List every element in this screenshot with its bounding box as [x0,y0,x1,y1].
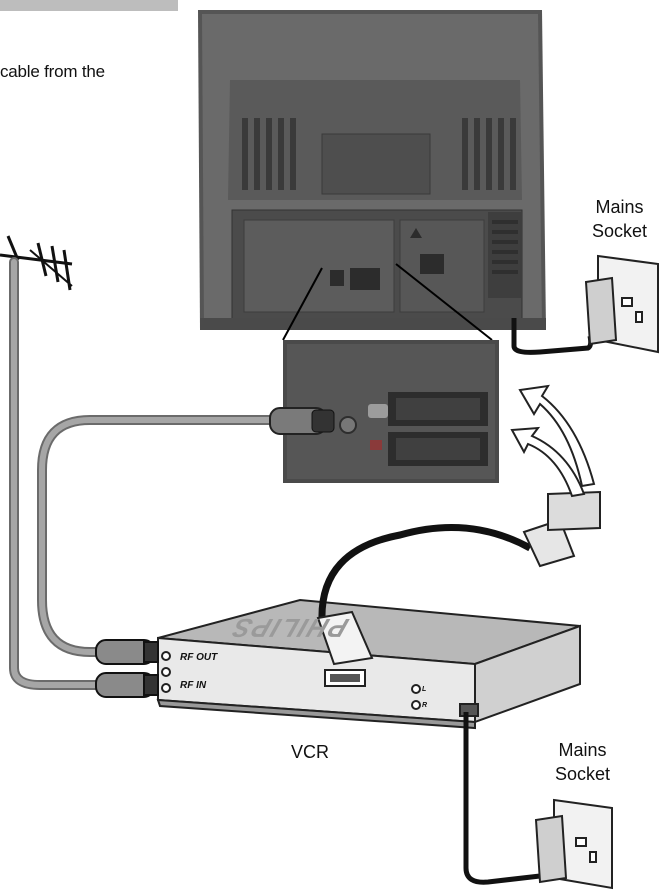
vcr-label: VCR [291,742,329,763]
header-bar [0,0,178,11]
mains-socket-label-top-line1: Mains [592,195,647,219]
audio-left-label: L [422,686,426,693]
wall-socket-bottom [536,800,612,888]
vcr-brand-logo: PHILIPS [226,612,352,643]
tv-rear [198,10,546,330]
intro-text: cable from the [0,62,105,82]
tv-aerial-plug [270,408,334,434]
insert-arrows [512,386,594,496]
mains-socket-label-top: Mains Socket [592,195,647,243]
mains-socket-label-top-line2: Socket [592,219,647,243]
wall-socket-top [586,256,658,352]
rf-in-label: RF IN [180,680,206,691]
mains-cable-bottom [466,712,540,882]
mains-socket-label-bottom-line2: Socket [555,762,610,786]
scart-plug-tv [524,492,600,566]
mains-socket-label-bottom-line1: Mains [555,738,610,762]
audio-right-label: R [422,702,427,709]
rf-out-label: RF OUT [180,652,217,663]
vcr-unit [158,600,580,728]
mains-socket-label-bottom: Mains Socket [555,738,610,786]
vcr-rf-plugs [96,640,158,697]
